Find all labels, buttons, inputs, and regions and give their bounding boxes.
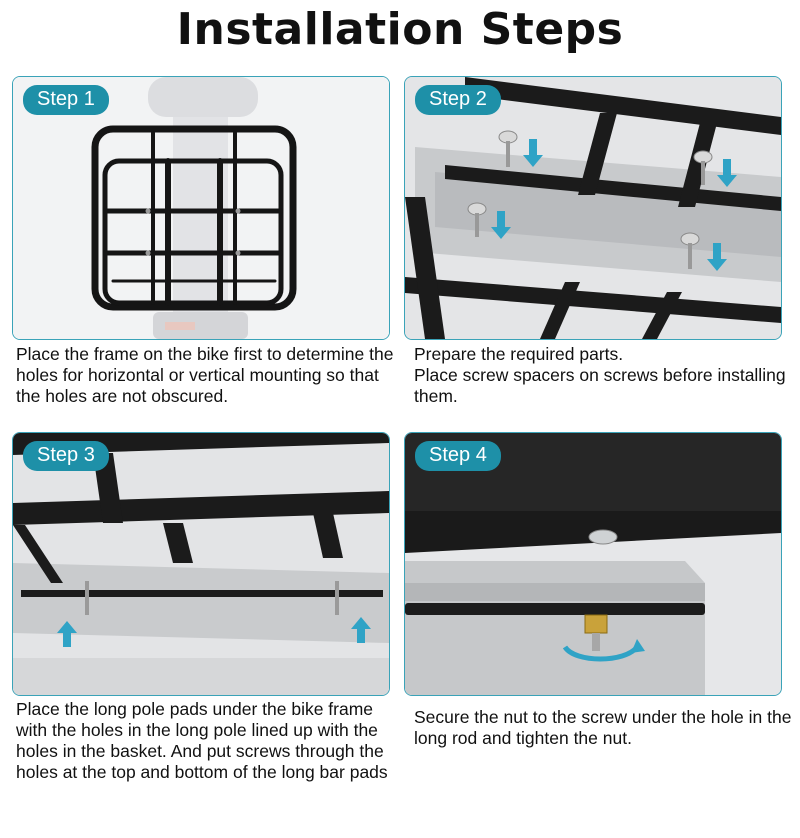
screw-icon: [467, 130, 713, 269]
nut-icon: [584, 614, 608, 651]
step-1-badge: Step 1: [23, 85, 109, 115]
up-arrow-icon: [57, 617, 371, 647]
step-3-panel: Step 3: [12, 432, 390, 696]
step-1-image: [13, 77, 389, 339]
screw-icon: [85, 581, 339, 615]
page-title: Installation Steps: [176, 4, 624, 55]
step-2-image: [405, 77, 781, 339]
step-2-line-1: Prepare the required parts.: [414, 344, 624, 364]
step-4-description: Secure the nut to the screw under the ho…: [414, 707, 792, 748]
down-arrow-icon: [491, 139, 737, 271]
step-4-panel: Step 4: [404, 432, 782, 696]
step-3-badge: Step 3: [23, 441, 109, 471]
step-4-badge: Step 4: [415, 441, 501, 471]
step-4-image: [405, 433, 781, 695]
step-3-description: Place the long pole pads under the bike …: [16, 699, 388, 782]
step-1-description: Place the frame on the bike first to det…: [16, 344, 394, 406]
step-2-line-2: Place screw spacers on screws before ins…: [414, 365, 786, 406]
step-2-badge: Step 2: [415, 85, 501, 115]
step-1-panel: Step 1: [12, 76, 390, 340]
step-2-description: Prepare the required parts. Place screw …: [414, 344, 794, 407]
step-3-image: [13, 433, 389, 695]
step-2-panel: Step 2: [404, 76, 782, 340]
